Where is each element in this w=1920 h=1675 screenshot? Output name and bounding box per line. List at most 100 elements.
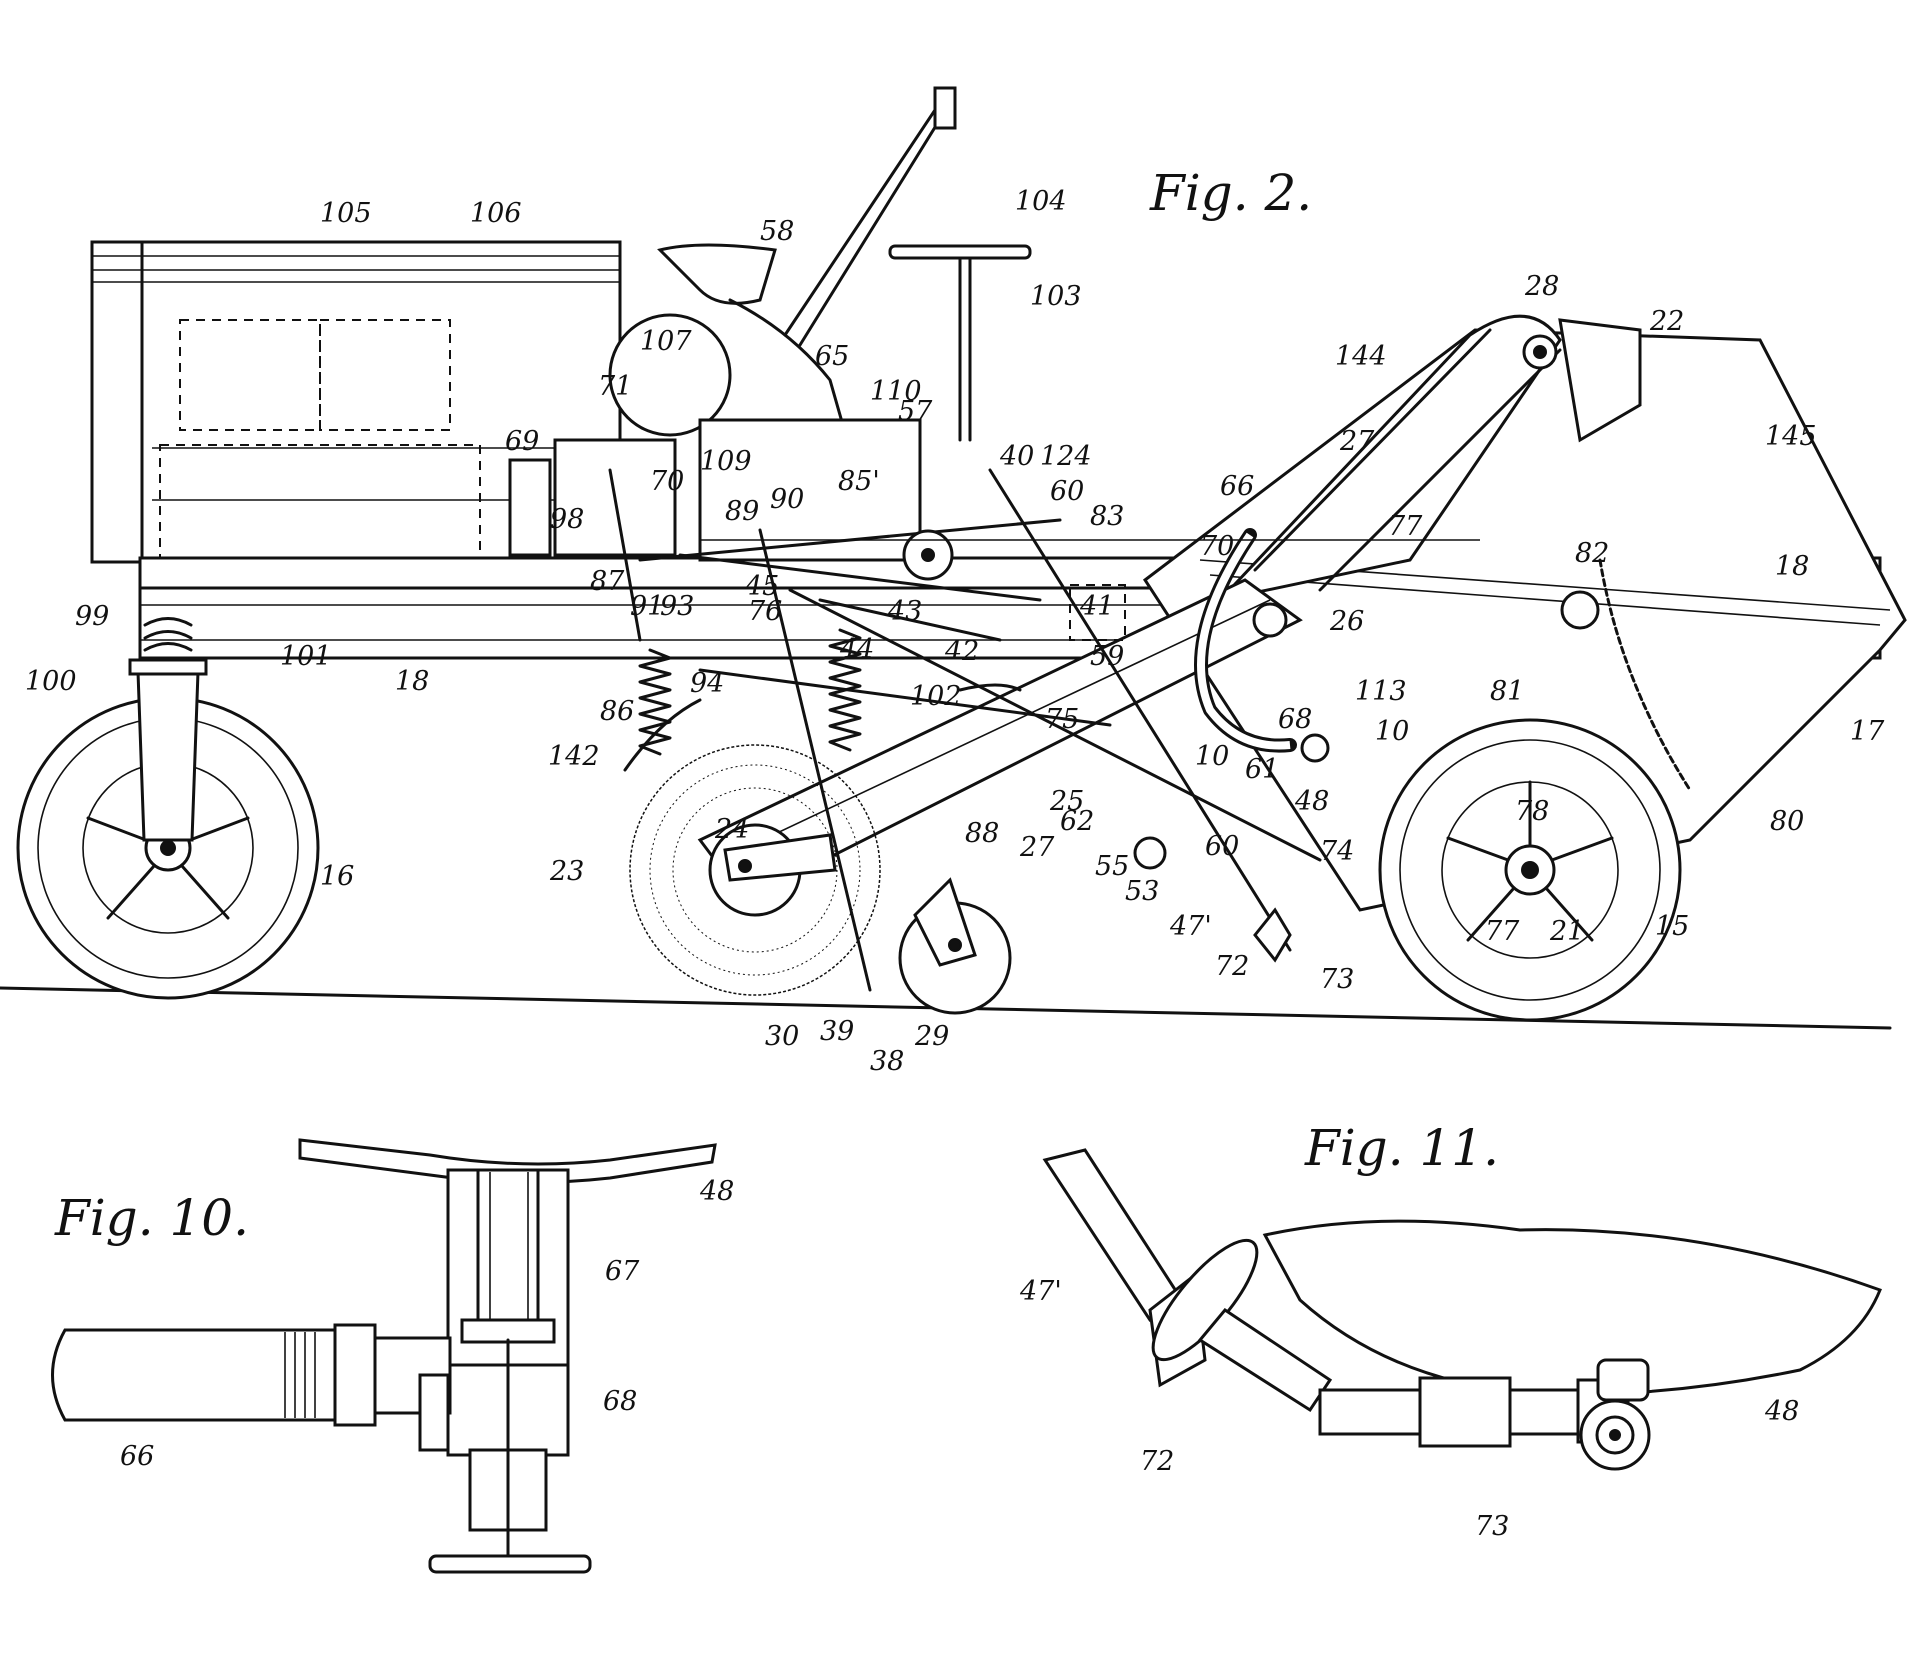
fig10-reference-numerals: 48 67 68 66 bbox=[120, 1176, 734, 1472]
reference-numeral: 62 bbox=[1060, 806, 1094, 837]
reference-numeral: 89 bbox=[725, 496, 759, 527]
fig11-reference-numerals: 47' 72 73 48 bbox=[1019, 1276, 1799, 1542]
reference-numeral: 30 bbox=[765, 1021, 799, 1052]
operator-station bbox=[657, 86, 1032, 522]
reference-numeral: 68 bbox=[603, 1386, 637, 1417]
reference-numeral: 77 bbox=[1388, 511, 1423, 542]
elevator-housing bbox=[697, 314, 1642, 902]
reference-numeral: 85' bbox=[838, 466, 880, 497]
reference-numeral: 27 bbox=[1019, 832, 1055, 863]
reference-numeral: 18 bbox=[1775, 551, 1809, 582]
water-tank bbox=[608, 313, 732, 437]
reference-numeral: 73 bbox=[1475, 1511, 1509, 1542]
reference-numeral: 27 bbox=[1339, 426, 1375, 457]
reference-numeral: 55 bbox=[1095, 851, 1129, 882]
reference-numeral: 43 bbox=[887, 596, 922, 627]
reference-numeral: 144 bbox=[1335, 341, 1387, 372]
reference-numeral: 61 bbox=[1245, 754, 1279, 785]
reference-numeral: 65 bbox=[815, 341, 849, 372]
reference-numeral: 48 bbox=[699, 1176, 734, 1207]
reference-numeral: 76 bbox=[748, 596, 782, 627]
reference-numeral: 47' bbox=[1169, 911, 1212, 942]
reference-numeral: 81 bbox=[1490, 676, 1524, 707]
broom-spring bbox=[638, 648, 672, 756]
rear-wheel bbox=[1378, 718, 1682, 1022]
reference-numeral: 124 bbox=[1040, 441, 1092, 472]
fig2-street-sweeper bbox=[0, 86, 1907, 1030]
reference-numeral: 106 bbox=[470, 198, 522, 229]
figure-labels: Fig. 2. Fig. 10. Fig. 11. bbox=[54, 164, 1499, 1247]
reference-numeral: 94 bbox=[690, 668, 724, 699]
reference-numeral: 10 bbox=[1375, 716, 1409, 747]
reference-numeral: 57 bbox=[898, 396, 933, 427]
reference-numeral: 48 bbox=[1764, 1396, 1799, 1427]
reference-numeral: 77 bbox=[1485, 916, 1520, 947]
reference-numeral: 40 bbox=[999, 441, 1034, 472]
fig-label: Fig. 11. bbox=[1304, 1119, 1499, 1177]
reference-numeral: 42 bbox=[944, 636, 979, 667]
reference-numeral: 101 bbox=[280, 641, 332, 672]
reference-numeral: 104 bbox=[1015, 186, 1067, 217]
reference-numeral: 100 bbox=[25, 666, 77, 697]
reference-numeral: 70 bbox=[650, 466, 684, 497]
reference-numeral: 142 bbox=[548, 741, 600, 772]
reference-numeral: 23 bbox=[549, 856, 584, 887]
reference-numeral: 87 bbox=[590, 566, 625, 597]
reference-numeral: 29 bbox=[914, 1021, 949, 1052]
reference-numeral: 70 bbox=[1200, 531, 1234, 562]
reference-numeral: 103 bbox=[1030, 281, 1082, 312]
reference-numeral: 18 bbox=[395, 666, 429, 697]
reference-numeral: 28 bbox=[1524, 271, 1559, 302]
reference-numeral: 44 bbox=[839, 634, 874, 665]
fig10-valve-section bbox=[51, 1138, 717, 1574]
reference-numeral: 67 bbox=[605, 1256, 640, 1287]
reference-numeral: 21 bbox=[1549, 916, 1584, 947]
reference-numeral: 53 bbox=[1125, 876, 1159, 907]
reference-numeral: 25 bbox=[1049, 786, 1084, 817]
reference-numeral: 66 bbox=[120, 1441, 154, 1472]
rotary-broom bbox=[629, 744, 881, 996]
reference-numeral: 113 bbox=[1355, 676, 1407, 707]
reference-numeral: 59 bbox=[1090, 641, 1124, 672]
reference-numeral: 88 bbox=[965, 818, 999, 849]
reference-numeral: 83 bbox=[1090, 501, 1124, 532]
reference-numeral: 82 bbox=[1575, 538, 1609, 569]
reference-numeral: 73 bbox=[1320, 964, 1354, 995]
reference-numeral: 93 bbox=[660, 591, 694, 622]
reference-numeral: 60 bbox=[1205, 831, 1239, 862]
reference-numeral: 17 bbox=[1850, 716, 1885, 747]
front-wheel bbox=[16, 617, 320, 1000]
reference-numeral: 102 bbox=[910, 681, 962, 712]
reference-numeral: 16 bbox=[320, 861, 354, 892]
reference-numeral: 110 bbox=[870, 376, 922, 407]
reference-numeral: 80 bbox=[1770, 806, 1804, 837]
reference-numeral: 72 bbox=[1215, 951, 1249, 982]
gutter-roller bbox=[898, 877, 1012, 1015]
engine-machinery bbox=[508, 418, 1126, 641]
reference-numeral: 78 bbox=[1515, 796, 1549, 827]
reference-numeral: 24 bbox=[714, 814, 749, 845]
reference-numeral: 91 bbox=[630, 591, 664, 622]
reference-numeral: 47' bbox=[1019, 1276, 1062, 1307]
fig11-nozzle-detail bbox=[1042, 1148, 1882, 1471]
reference-numeral: 15 bbox=[1655, 911, 1689, 942]
reference-numeral: 68 bbox=[1278, 704, 1312, 735]
linkage-rods bbox=[608, 468, 1692, 992]
reference-numeral: 145 bbox=[1765, 421, 1817, 452]
fig-label: Fig. 10. bbox=[54, 1189, 249, 1247]
reference-numeral: 38 bbox=[870, 1046, 904, 1077]
reference-numeral: 105 bbox=[320, 198, 372, 229]
reference-numeral: 60 bbox=[1050, 476, 1084, 507]
fig-label: Fig. 2. bbox=[1149, 164, 1312, 222]
broom-guard bbox=[623, 698, 702, 772]
reference-numeral: 99 bbox=[75, 601, 109, 632]
reference-numeral: 109 bbox=[700, 446, 752, 477]
reference-numeral: 45 bbox=[744, 571, 779, 602]
reference-numeral: 72 bbox=[1140, 1446, 1174, 1477]
reference-numeral: 10 bbox=[1195, 741, 1229, 772]
reference-numeral: 90 bbox=[770, 484, 804, 515]
reference-numeral: 41 bbox=[1079, 591, 1114, 622]
reference-numeral: 22 bbox=[1649, 306, 1684, 337]
